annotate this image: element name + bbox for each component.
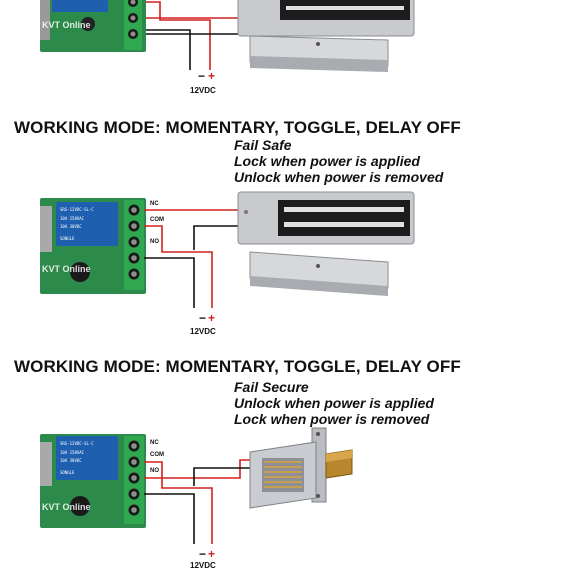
wiring-diagram-1: KVT Online − + 12VDC: [40, 0, 415, 95]
caption-line: Lock when power is applied: [234, 153, 420, 169]
relay-controller-board: KVT Online: [40, 0, 146, 52]
relay-controller-board: SRG-12VDC-SL-C 10A 250VAC 10A 30VDC SONG…: [40, 198, 146, 294]
relay-model-label: SRG-12VDC-SL-C: [60, 441, 94, 446]
voltage-label: 12VDC: [190, 561, 216, 570]
wiring-panel-2: WORKING MODE: MOMENTARY, TOGGLE, DELAY O…: [0, 110, 574, 348]
voltage-label: 12VDC: [190, 86, 216, 95]
caption-line: Fail Secure: [234, 379, 309, 395]
plus-sign: +: [208, 547, 215, 561]
watermark-label: KVT Online: [42, 20, 91, 30]
caption-block: Fail Secure Unlock when power is applied…: [234, 379, 434, 427]
caption-block: Fail Safe Lock when power is applied Unl…: [234, 137, 443, 185]
relay-model-label: SRG-12VDC-SL-C: [60, 207, 94, 212]
electromagnetic-lock: [237, 191, 415, 245]
wiring-panel-3: WORKING MODE: MOMENTARY, TOGGLE, DELAY O…: [0, 348, 574, 574]
minus-sign: −: [199, 311, 206, 325]
power-supply-terminals: − + 12VDC: [190, 69, 216, 95]
wiring-panel-1: KVT Online − + 12VDC: [0, 0, 574, 110]
wires: [144, 209, 238, 308]
wires: [146, 1, 238, 70]
relay-brand-label: SONGLE: [60, 236, 75, 241]
armature-plate: [249, 251, 389, 296]
terminal-label-no: NO: [150, 468, 159, 474]
relay-rating-label: 10A 250VAC: [60, 450, 85, 455]
plus-sign: +: [208, 311, 215, 325]
power-supply-terminals: − + 12VDC: [190, 311, 216, 336]
plus-sign: +: [208, 69, 215, 83]
caption-line: Fail Safe: [234, 137, 292, 153]
caption-line: Unlock when power is removed: [234, 169, 444, 185]
voltage-label: 12VDC: [190, 327, 216, 336]
mode-heading: WORKING MODE: MOMENTARY, TOGGLE, DELAY O…: [14, 357, 461, 376]
minus-sign: −: [198, 69, 205, 83]
terminal-label-nc: NC: [150, 440, 159, 446]
terminal-label-com: COM: [150, 452, 164, 458]
relay-rating-label: 10A 30VDC: [60, 458, 82, 463]
caption-line: Lock when power is removed: [234, 411, 430, 427]
watermark-label: KVT Online: [42, 502, 91, 512]
electromagnetic-lock: [237, 0, 415, 37]
terminal-label-nc: NC: [150, 201, 159, 207]
wires: [144, 459, 256, 544]
watermark-label: KVT Online: [42, 264, 91, 274]
relay-rating-label: 10A 30VDC: [60, 224, 82, 229]
mode-heading: WORKING MODE: MOMENTARY, TOGGLE, DELAY O…: [14, 118, 461, 137]
armature-plate: [249, 35, 389, 72]
relay-brand-label: SONGLE: [60, 470, 75, 475]
terminal-label-no: NO: [150, 239, 159, 245]
caption-line: Unlock when power is applied: [234, 395, 434, 411]
solenoid-bolt-lock: [249, 427, 353, 509]
terminal-label-com: COM: [150, 217, 164, 223]
relay-rating-label: 10A 250VAC: [60, 216, 85, 221]
relay-controller-board: SRG-12VDC-SL-C 10A 250VAC 10A 30VDC SONG…: [40, 434, 146, 528]
wiring-diagram-3: SRG-12VDC-SL-C 10A 250VAC 10A 30VDC SONG…: [40, 427, 353, 570]
power-supply-terminals: − + 12VDC: [190, 547, 216, 570]
minus-sign: −: [199, 547, 206, 561]
wiring-diagram-2: SRG-12VDC-SL-C 10A 250VAC 10A 30VDC SONG…: [40, 191, 415, 336]
